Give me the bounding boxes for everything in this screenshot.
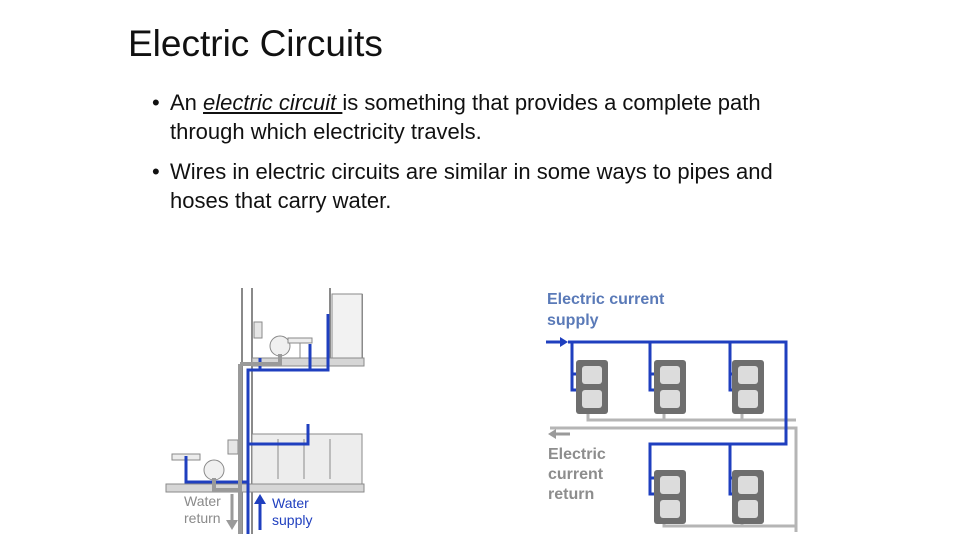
supply-arrow-icon <box>560 337 568 347</box>
supply-wires <box>568 340 788 496</box>
outlet-icon <box>576 360 608 414</box>
water-return-label-line2: return <box>184 510 221 526</box>
water-return-label-line1: Water <box>184 493 221 509</box>
bullet-item: • Wires in electric circuits are similar… <box>152 157 792 215</box>
outlet-icon <box>732 360 764 414</box>
return-arrow-icon <box>548 429 556 439</box>
electric-supply-label-line1: Electric current <box>547 291 665 308</box>
water-plumbing-diagram: Water return Water supply <box>165 288 365 534</box>
electric-return-label-line3: return <box>548 486 594 503</box>
bullet-text: Wires in electric circuits are similar i… <box>170 159 773 213</box>
house-structure <box>165 288 365 534</box>
water-supply-pipes <box>184 314 330 534</box>
bullet-text-after: is something that provides a complete pa… <box>170 90 761 144</box>
return-arrow-icon <box>226 520 238 530</box>
electric-return-label-line2: current <box>548 466 604 483</box>
water-supply-label-line1: Water <box>272 495 309 511</box>
bullet-dot: • <box>152 159 160 184</box>
bullet-dot: • <box>152 90 160 115</box>
water-supply-label-line2: supply <box>272 512 312 528</box>
term-electric-circuit: electric circuit <box>203 90 343 115</box>
bullet-text-before: An <box>170 90 204 115</box>
water-flow-arrows <box>226 494 266 530</box>
electric-return-label-line1: Electric <box>548 446 606 463</box>
bullet-item: • An electric circuit is something that … <box>152 88 792 146</box>
outlets <box>576 360 764 524</box>
supply-arrow-icon <box>254 494 266 504</box>
bullet-list: • An electric circuit is something that … <box>152 88 792 226</box>
water-return-pipes <box>212 354 282 534</box>
outlet-icon <box>732 470 764 524</box>
slide-title: Electric Circuits <box>128 23 383 64</box>
outlet-icon <box>654 360 686 414</box>
electric-circuit-diagram: Electric current supply Electric current… <box>546 291 798 532</box>
electric-supply-label-line2: supply <box>547 312 599 329</box>
outlet-icon <box>654 470 686 524</box>
